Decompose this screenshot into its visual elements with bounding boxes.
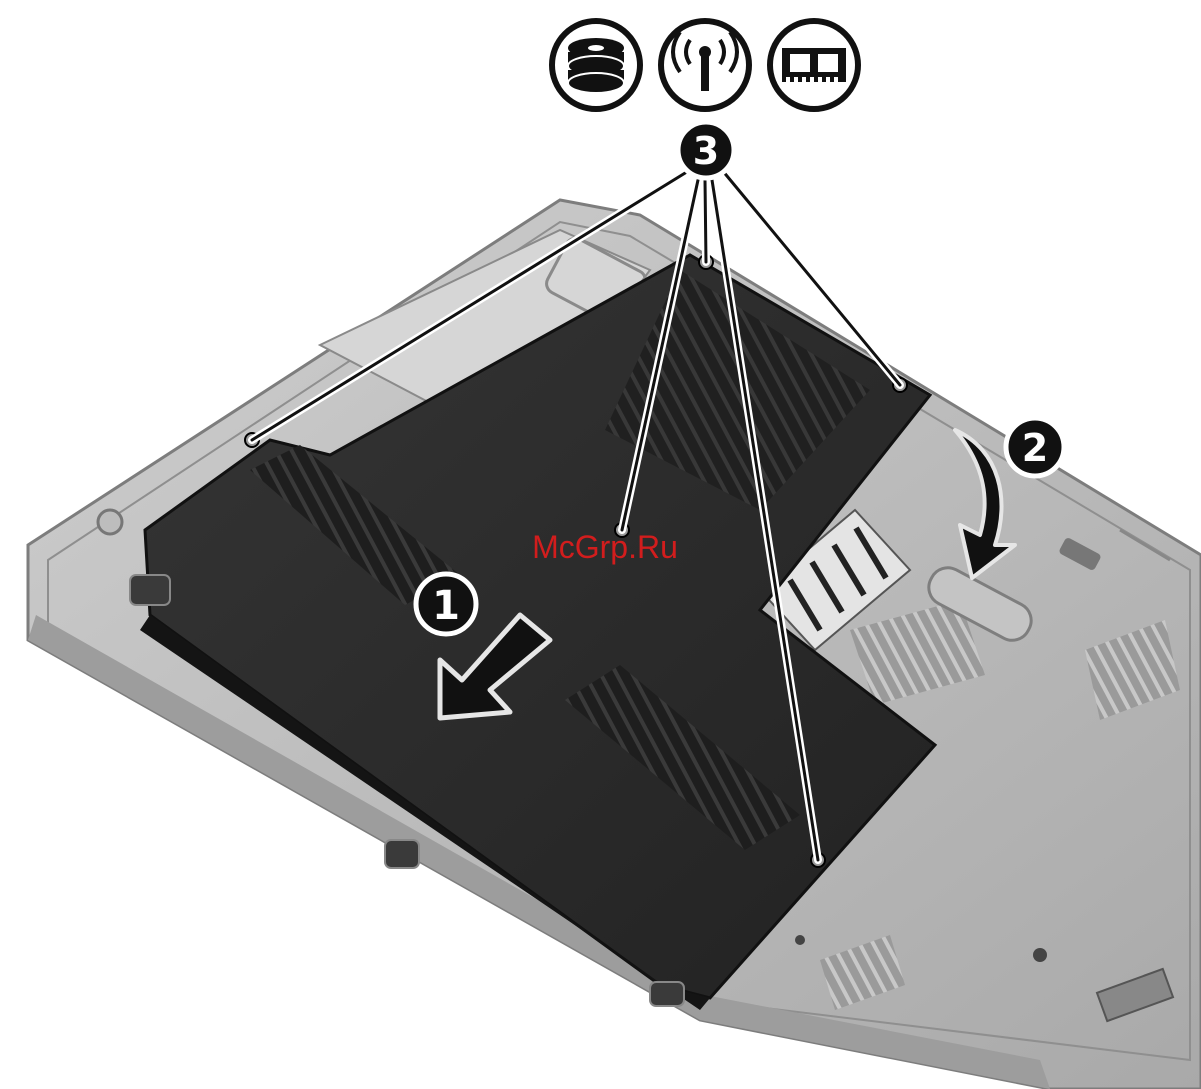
callout-2: 2 (1006, 418, 1064, 476)
wireless-antenna-icon (661, 21, 749, 109)
watermark-text: McGrp.Ru (532, 529, 678, 565)
callout-2-label: 2 (1022, 426, 1048, 470)
callout-1-label: 1 (432, 583, 460, 629)
hard-drive-icon (552, 21, 640, 109)
callout-3-label: 3 (693, 129, 719, 173)
callout-1: 1 (416, 574, 476, 634)
memory-module-icon (770, 21, 858, 109)
callout-3: 3 (678, 122, 734, 178)
